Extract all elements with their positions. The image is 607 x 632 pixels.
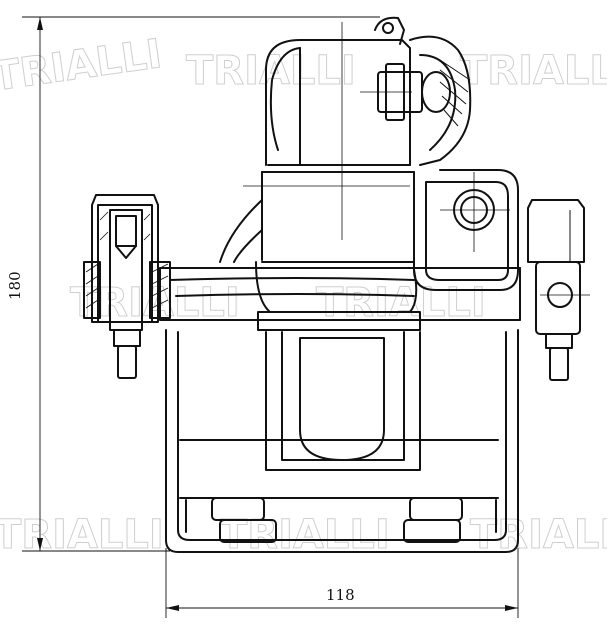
dimension-width: 118 (165, 548, 519, 618)
cylinder-housing (219, 39, 415, 263)
bleed-screw (374, 16, 472, 166)
right-guide-pin (527, 199, 585, 381)
caliper-body (159, 261, 521, 331)
height-dimension-label: 180 (6, 271, 24, 300)
watermark-top-left: TRIALLI (0, 31, 165, 100)
watermark-top-right: TRIALLI (460, 48, 607, 94)
lower-housing (165, 329, 519, 553)
bracket-ear (413, 169, 519, 291)
dimension-height: 180 (6, 16, 380, 552)
left-guide-pin (83, 194, 171, 379)
width-dimension-label: 118 (326, 586, 355, 604)
watermark-bottom-right: TRIALLI (470, 512, 607, 558)
watermark-mid-center: TRIALLI (316, 280, 486, 326)
watermarks: TRIALLI TRIALLI TRIALLI TRIALLI TRIALLI … (0, 31, 607, 559)
